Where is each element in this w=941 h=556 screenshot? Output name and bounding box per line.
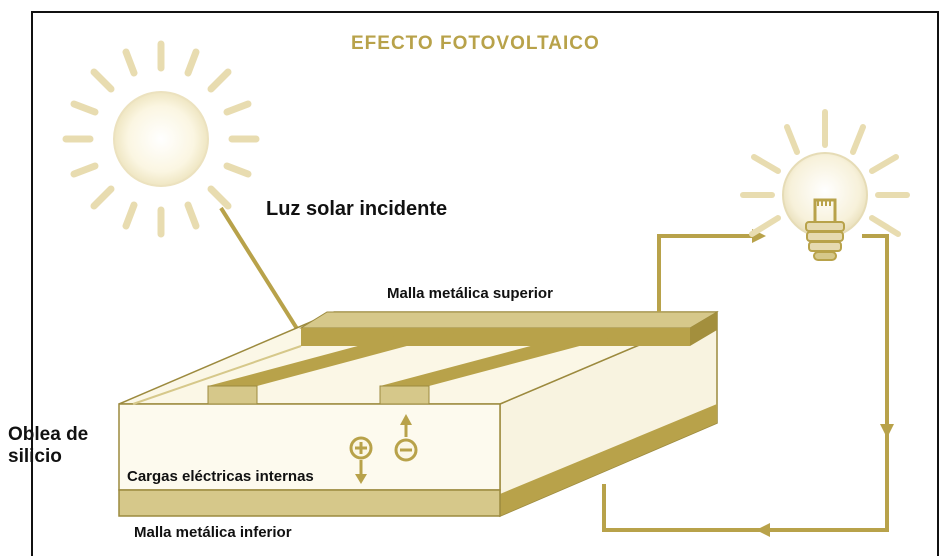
circuit-wire bbox=[602, 234, 889, 532]
wafer-label-line2: silicio bbox=[8, 446, 62, 467]
sun-icon bbox=[62, 40, 260, 238]
diagram-title: EFECTO FOTOVOLTAICO bbox=[351, 33, 600, 54]
internal-charges-label: Cargas eléctricas internas bbox=[127, 468, 314, 485]
incident-light-label: Luz solar incidente bbox=[266, 198, 448, 220]
bottom-metal-grid bbox=[118, 489, 501, 517]
positive-charge-icon bbox=[349, 436, 373, 484]
top-metal-grid bbox=[132, 311, 719, 405]
wire-arrow-down bbox=[880, 424, 894, 438]
top-grid-label: Malla metálica superior bbox=[387, 285, 553, 302]
wire-arrow-left bbox=[756, 523, 770, 537]
wafer-label-line1: Oblea de bbox=[8, 424, 89, 445]
bottom-grid-label: Malla metálica inferior bbox=[134, 524, 292, 541]
wafer-label: Oblea de silicio bbox=[8, 424, 88, 468]
diagram-frame bbox=[31, 11, 939, 556]
light-bulb-icon bbox=[740, 109, 910, 261]
negative-charge-icon bbox=[394, 414, 418, 462]
